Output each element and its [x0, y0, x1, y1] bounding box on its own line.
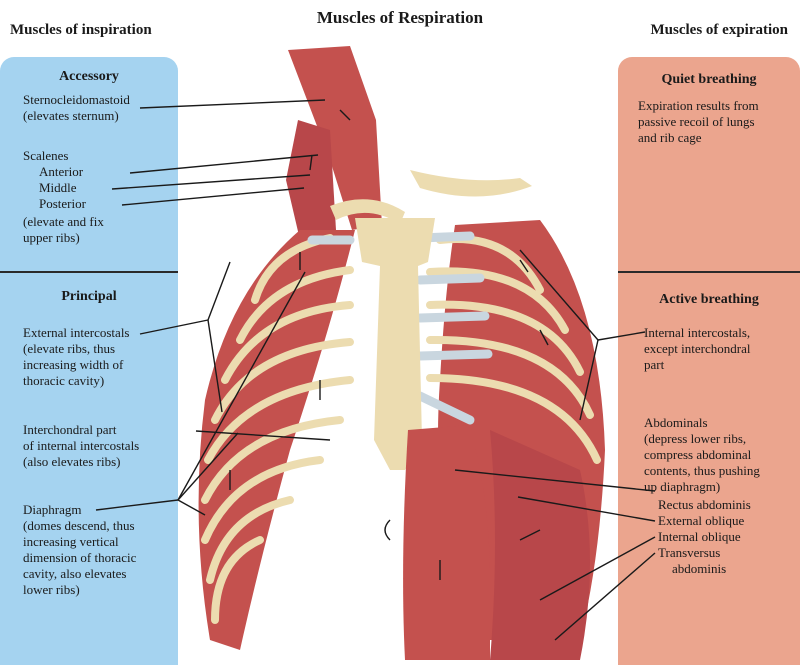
- rectus-abdominis-muscle: [403, 425, 490, 660]
- posterior-label: Posterior: [39, 196, 86, 211]
- left-clavicle: [330, 199, 405, 224]
- scalenes-note-1: (elevate and fix: [23, 214, 104, 229]
- internal-intercostals-label-2: except interchondral: [644, 341, 751, 356]
- external-oblique-label: External oblique: [658, 513, 745, 528]
- anterior-label: Anterior: [39, 164, 84, 179]
- diagram-title: Muscles of Respiration: [316, 8, 484, 27]
- interchondral-label-2: of internal intercostals: [23, 438, 140, 453]
- active-breathing-heading: Active breathing: [659, 292, 759, 307]
- internal-oblique-label: Internal oblique: [658, 529, 741, 544]
- diaphragm-note-2: increasing vertical: [23, 534, 119, 549]
- sternum: [355, 218, 435, 470]
- quiet-breathing-line-1: Expiration results from: [638, 98, 759, 113]
- external-intercostals-muscle: [198, 230, 355, 650]
- middle-label: Middle: [39, 180, 77, 195]
- interchondral-label-3: (also elevates ribs): [23, 454, 121, 469]
- transversus-label-1: Transversus: [658, 545, 721, 560]
- abdominals-note-1: (depress lower ribs,: [644, 431, 747, 446]
- external-intercostals-note-1: (elevate ribs, thus: [23, 341, 116, 356]
- external-intercostals-label: External intercostals: [23, 325, 130, 340]
- right-ribs: [426, 235, 601, 464]
- abdominals-label: Abdominals: [644, 415, 708, 430]
- right-clavicle: [410, 170, 532, 197]
- internal-intercostals-label-1: Internal intercostals,: [644, 325, 751, 340]
- direction-arrows: [229, 109, 549, 580]
- right-divider: [618, 271, 800, 273]
- abdominals-note-4: up diaphragm): [644, 479, 721, 494]
- scalenes-label: Scalenes: [23, 148, 69, 163]
- leader-lines: [95, 99, 656, 641]
- quiet-breathing-line-3: and rib cage: [638, 130, 702, 145]
- active-breathing-panel: [618, 273, 800, 665]
- sternocleidomastoid-muscle: [288, 46, 382, 230]
- inspiration-column-header: Muscles of inspiration: [10, 22, 152, 38]
- left-divider: [0, 271, 178, 273]
- quiet-breathing-line-2: passive recoil of lungs: [638, 114, 755, 129]
- accessory-panel: [0, 57, 178, 271]
- scalenes-note-2: upper ribs): [23, 230, 80, 245]
- abdominals-note-2: compress abdominal: [644, 447, 752, 462]
- sternocleidomastoid-label: Sternocleidomastoid: [23, 92, 130, 107]
- external-intercostals-note-3: thoracic cavity): [23, 373, 105, 388]
- scalene-muscles: [286, 120, 336, 240]
- quiet-breathing-heading: Quiet breathing: [661, 72, 757, 87]
- accessory-heading: Accessory: [59, 69, 119, 84]
- external-oblique-muscle: [490, 430, 590, 660]
- diaphragm-note-4: cavity, also elevates: [23, 566, 127, 581]
- expiration-column-header: Muscles of expiration: [650, 22, 788, 38]
- external-intercostals-note-2: increasing width of: [23, 357, 124, 372]
- interchondral-label-1: Interchondral part: [23, 422, 117, 437]
- diaphragm-note-3: dimension of thoracic: [23, 550, 137, 565]
- abdominals-note-3: contents, thus pushing: [644, 463, 760, 478]
- transversus-label-2: abdominis: [672, 561, 727, 576]
- diaphragm-note-5: lower ribs): [23, 582, 80, 597]
- diaphragm-label: Diaphragm: [23, 502, 82, 517]
- principal-heading: Principal: [61, 289, 117, 304]
- diaphragm-note-1: (domes descend, thus: [23, 518, 135, 533]
- rectus-abdominis-label: Rectus abdominis: [658, 497, 751, 512]
- sternocleidomastoid-note: (elevates sternum): [23, 108, 119, 123]
- principal-panel: [0, 273, 178, 665]
- quiet-breathing-panel: [618, 57, 800, 271]
- internal-intercostals-label-3: part: [644, 357, 665, 372]
